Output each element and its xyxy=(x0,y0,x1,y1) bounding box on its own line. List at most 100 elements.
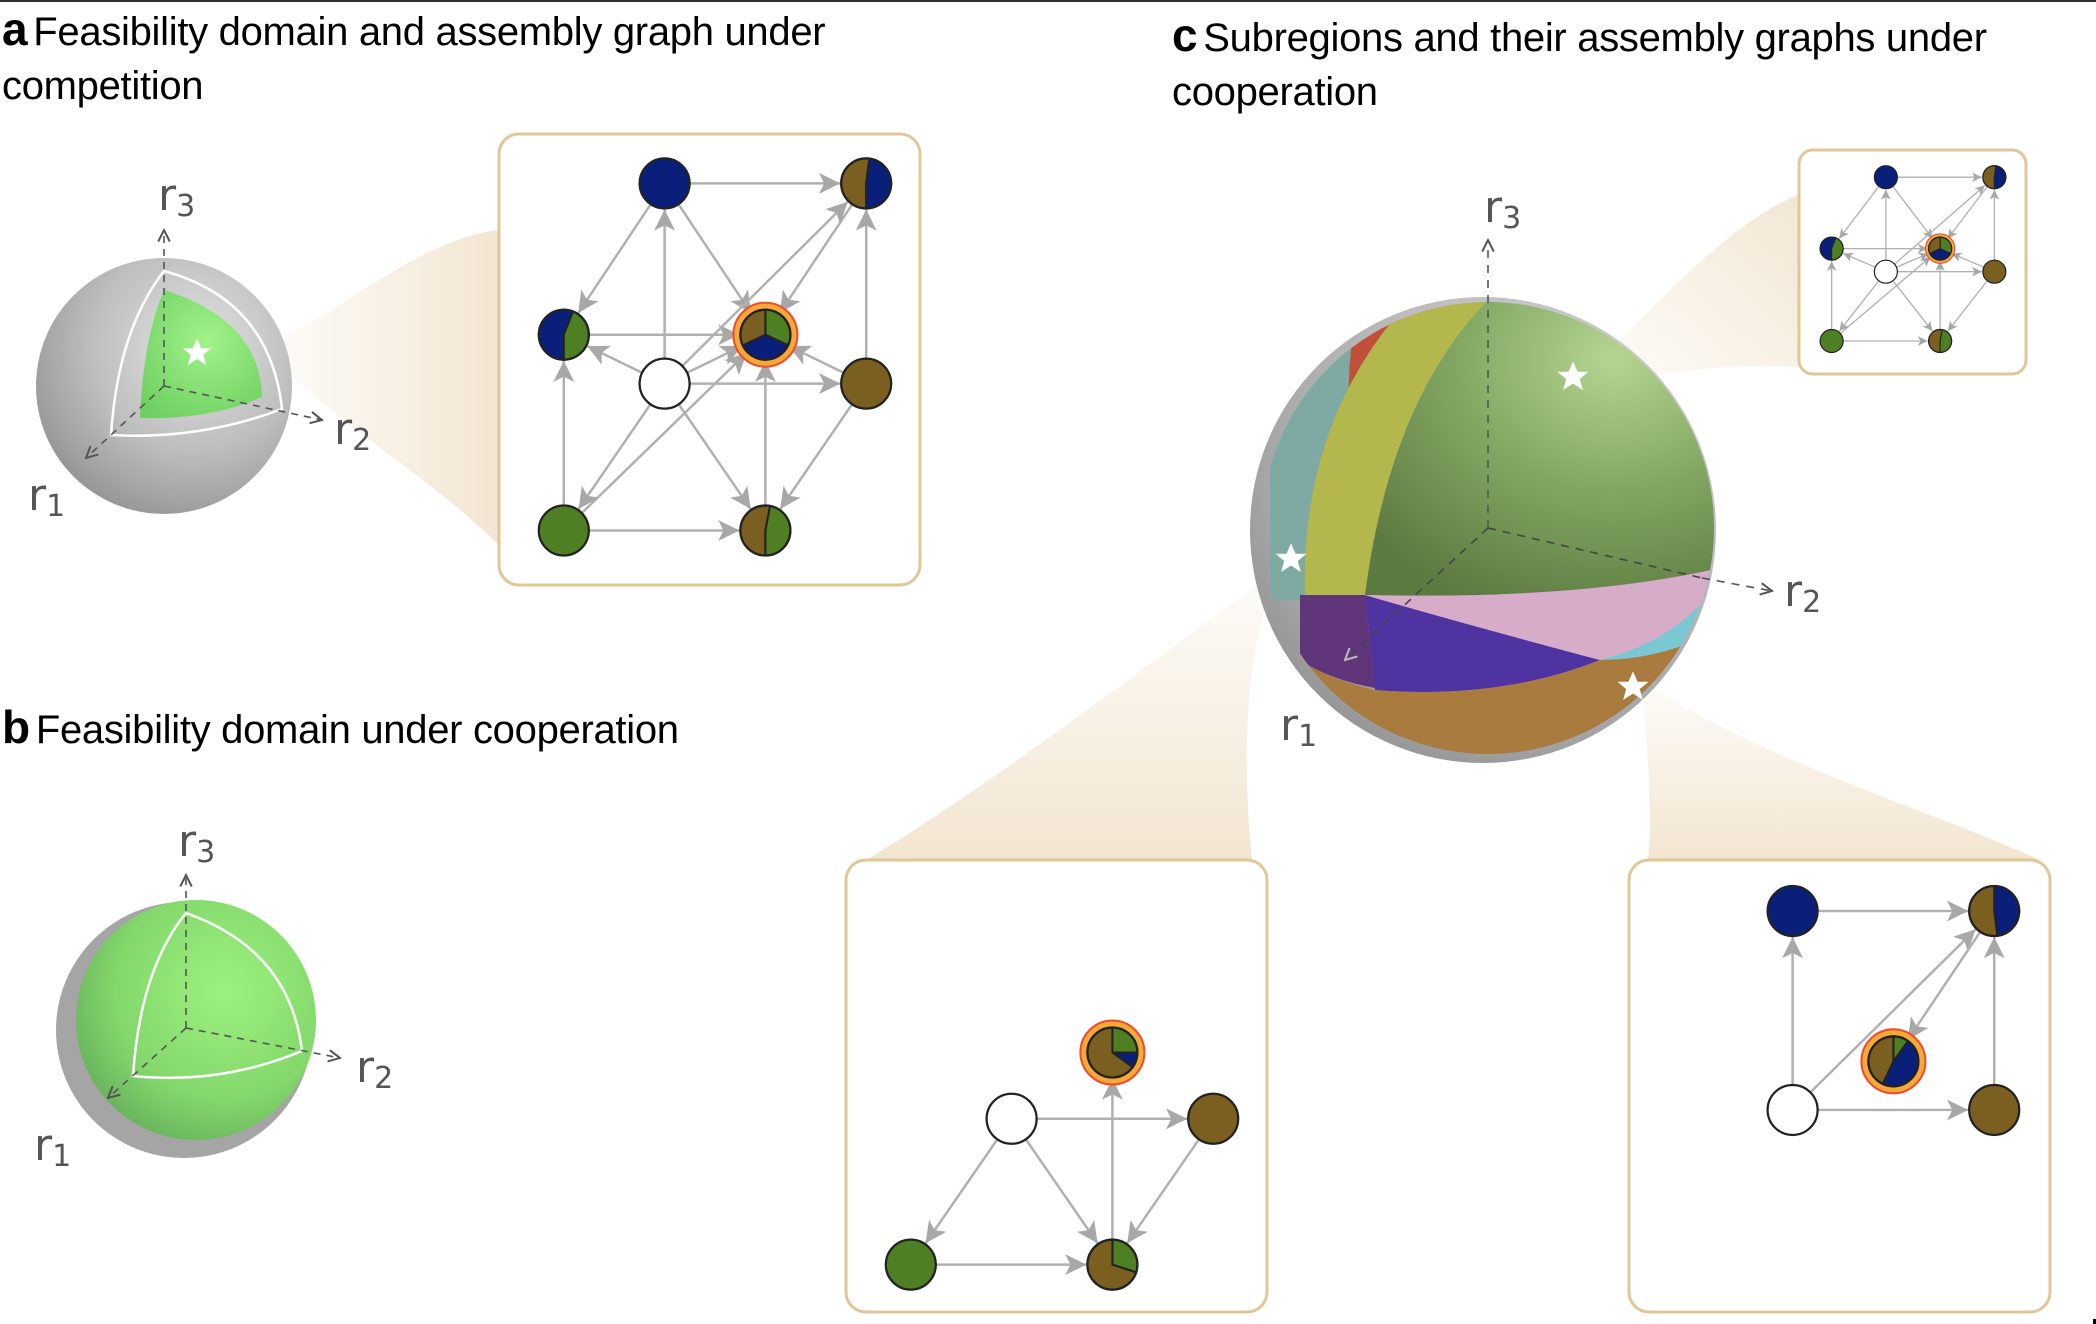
graph-node xyxy=(1924,233,1956,264)
edge-arrowhead xyxy=(1065,1254,1087,1276)
pie-slice xyxy=(884,1238,937,1291)
callout-fan-a xyxy=(285,230,499,545)
axis-r2-b xyxy=(185,1027,340,1058)
edge-arrowhead xyxy=(553,360,575,382)
node-outline xyxy=(1086,1238,1139,1291)
edge-arrowhead xyxy=(730,485,751,510)
edge-arrowhead xyxy=(1881,189,1891,200)
axis-label-r2-a: r2 xyxy=(334,404,371,458)
empty-community-node xyxy=(985,1092,1038,1145)
top-border xyxy=(0,0,2096,2)
graph-edge xyxy=(924,1138,999,1244)
edge-arrowhead xyxy=(1101,1078,1123,1100)
graph-node xyxy=(1766,884,1819,938)
graph-node xyxy=(638,157,691,210)
panel-b-title-text: Feasibility domain under cooperation xyxy=(35,708,679,752)
edge-arrowhead xyxy=(1972,266,1982,277)
edge-arrowhead xyxy=(788,345,813,365)
graph-node xyxy=(840,157,893,210)
region-purple xyxy=(1365,595,1600,692)
edge-arrowhead xyxy=(1946,1099,1969,1121)
edge-arrowhead xyxy=(1165,1108,1188,1130)
edge-arrowhead xyxy=(1983,937,2005,959)
axis-r1-b xyxy=(108,1027,187,1098)
graph-edge xyxy=(1947,280,1988,332)
assembly-graph-c-top xyxy=(1819,165,2007,354)
edge-arrowhead xyxy=(818,373,841,395)
edge-arrowhead xyxy=(718,520,740,541)
pie-slice xyxy=(1187,1092,1240,1145)
edge-arrowhead xyxy=(724,352,747,376)
pie-slice xyxy=(1873,165,1898,190)
graph-node xyxy=(1819,328,1844,354)
panel-b-sphere: r3 r2 r1 xyxy=(34,816,393,1174)
edge-arrowhead xyxy=(1935,261,1945,271)
graph-node xyxy=(1766,1083,1819,1137)
node-outline xyxy=(1928,328,1953,354)
graph-node xyxy=(1873,165,1898,190)
edge-arrowhead xyxy=(578,289,599,314)
axis-label-r2-c: r2 xyxy=(1784,566,1821,620)
graph-box-c-top xyxy=(1797,148,2028,376)
edge-arrowhead xyxy=(925,1219,947,1244)
axis-label-r3-c: r3 xyxy=(1484,182,1521,236)
edge-arrowhead xyxy=(1920,256,1931,267)
edge-arrowhead xyxy=(718,324,740,346)
edge-arrowhead xyxy=(1953,929,1976,952)
edge-arrowhead xyxy=(730,289,751,314)
graph-node xyxy=(732,301,799,368)
panel-a-sphere: r3 r2 r1 xyxy=(28,170,371,524)
edge-arrowhead xyxy=(1972,172,1982,183)
edge-arrowhead xyxy=(1917,336,1928,346)
panel-c-letter: c xyxy=(1172,9,1198,61)
axis-label-r1-a: r1 xyxy=(28,470,65,524)
graph-edge xyxy=(1126,1138,1201,1244)
axis-label-r3-a: r3 xyxy=(158,170,195,224)
sphere-a-positive-orthant-outline xyxy=(109,269,284,437)
node-outline xyxy=(1819,236,1844,261)
graph-edge xyxy=(1892,185,1934,240)
graph-edge xyxy=(677,403,752,510)
graph-node xyxy=(1928,328,1953,354)
edge-arrowhead xyxy=(718,345,743,365)
graph-node xyxy=(739,504,792,557)
graph-node xyxy=(1086,1238,1139,1291)
graph-node xyxy=(985,1092,1038,1145)
graph-node xyxy=(537,504,590,557)
pie-slice xyxy=(1766,884,1819,938)
axis-label-r2-b: r2 xyxy=(356,1042,393,1096)
graph-edge xyxy=(577,403,652,510)
pie-slice xyxy=(1968,1083,2021,1137)
graph-node xyxy=(1982,165,2007,190)
graph-box-c-right xyxy=(1627,858,2052,1314)
callout-fan-c-top xyxy=(1600,190,1810,385)
edge-arrowhead xyxy=(1826,261,1837,271)
edge-arrowhead xyxy=(1951,252,1963,262)
graph-edge xyxy=(677,203,753,314)
edge-arrowhead xyxy=(654,209,676,231)
graph-node xyxy=(1982,259,2007,284)
assembly-graph-c-right xyxy=(1766,884,2021,1137)
graph-edge xyxy=(1892,280,1933,332)
region-pink xyxy=(1365,568,1714,660)
region-dark-purple xyxy=(1300,595,1375,688)
graph-node xyxy=(1860,1028,1927,1095)
edge-arrowhead xyxy=(1843,252,1855,262)
graph-edge xyxy=(577,203,652,314)
graph-edge xyxy=(779,403,854,510)
pie-slice xyxy=(638,157,691,210)
graph-node xyxy=(840,357,893,410)
empty-community-node xyxy=(1766,1083,1819,1137)
edge-arrowhead xyxy=(1947,320,1958,332)
empty-community-node xyxy=(1873,259,1898,284)
graph-node xyxy=(1968,884,2021,938)
callout-fan-c-left xyxy=(866,570,1278,860)
edge-arrowhead xyxy=(1782,937,1804,959)
graph-edge xyxy=(681,200,849,367)
axes-b xyxy=(108,875,340,1098)
panel-c-title-text: Subregions and their assembly graphs und… xyxy=(1172,16,1987,114)
callout-fan-c-right xyxy=(1640,680,2040,860)
